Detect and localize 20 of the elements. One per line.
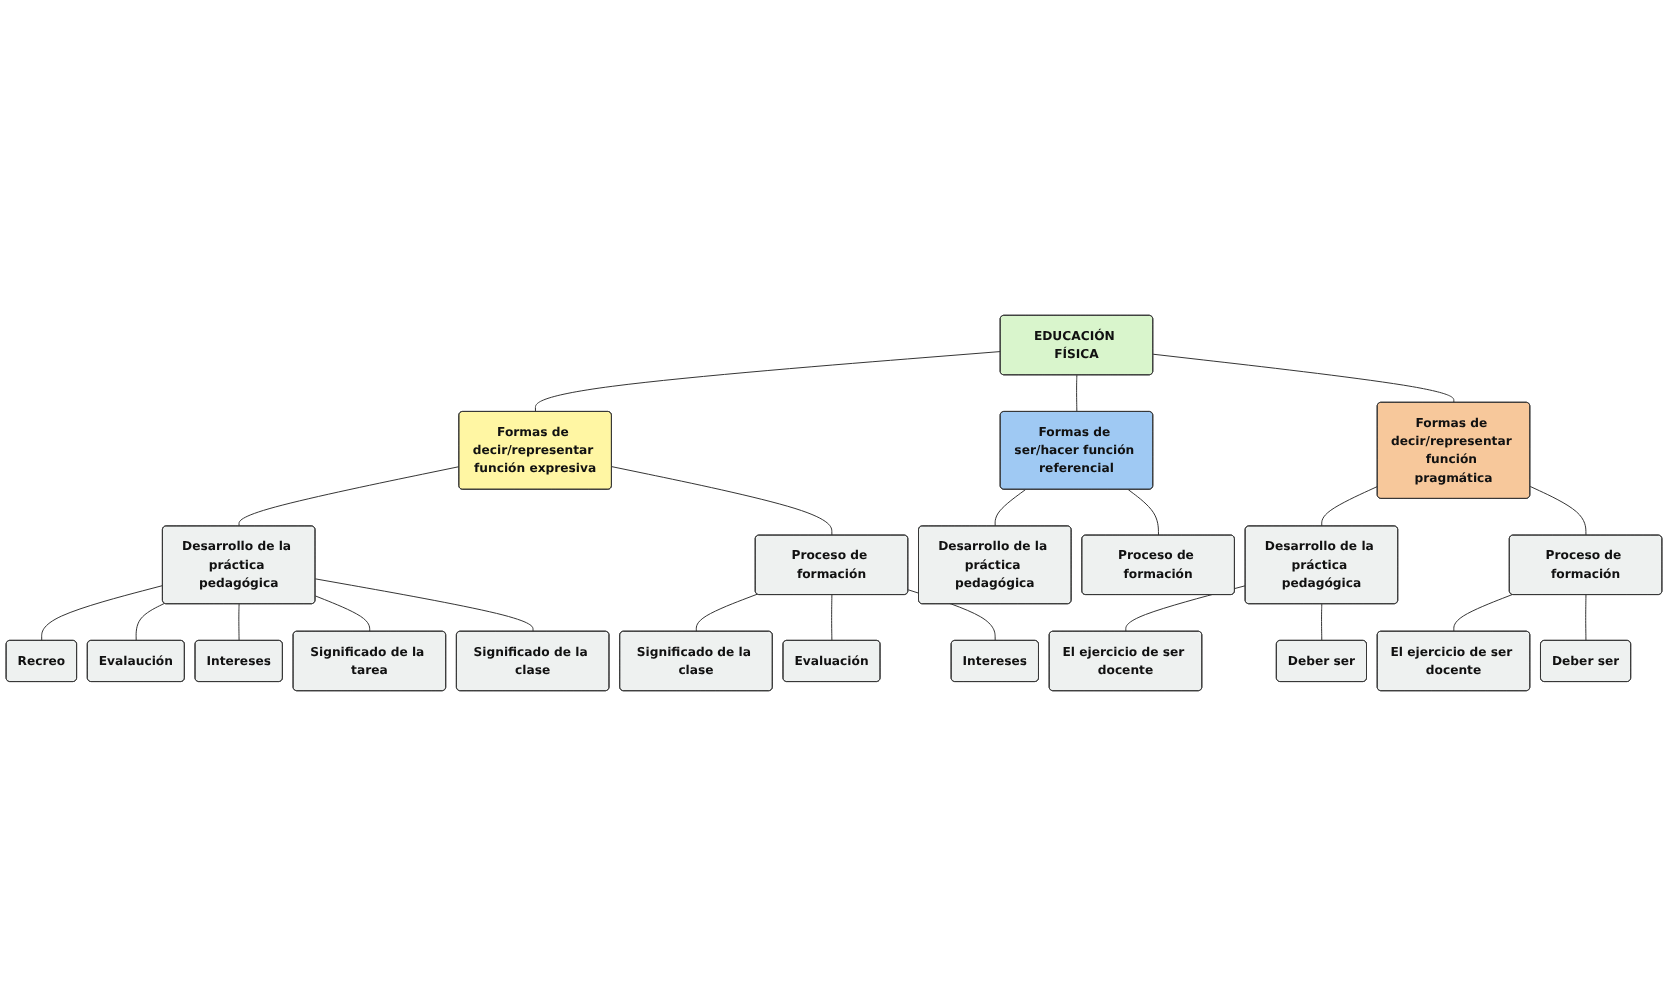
connector — [831, 594, 833, 642]
connector — [238, 466, 460, 527]
connector — [1321, 603, 1323, 642]
connector — [314, 578, 534, 633]
connector — [695, 593, 758, 633]
connector — [1453, 594, 1513, 633]
connector — [1127, 489, 1159, 536]
connector — [1585, 594, 1587, 642]
connector — [1321, 485, 1379, 527]
connector — [135, 602, 165, 642]
connector — [1125, 585, 1246, 633]
connector — [1076, 374, 1078, 413]
connector — [1529, 485, 1587, 536]
connector — [238, 603, 240, 642]
connector — [41, 585, 164, 642]
connector — [1152, 353, 1455, 404]
connector — [314, 595, 371, 633]
connector — [534, 351, 1002, 413]
connector — [611, 466, 833, 536]
connector — [994, 489, 1026, 527]
